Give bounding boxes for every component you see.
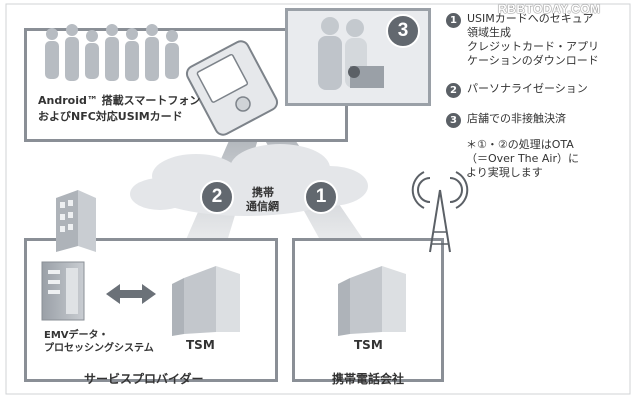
step-marker-2: 2: [200, 180, 234, 214]
phone-caption-line2: およびNFC対応USIMカード: [38, 110, 183, 123]
store-scene-illustration: [318, 17, 384, 90]
legend-badge-3: 3: [446, 113, 461, 128]
legend-text-1: USIMカードへのセキュア 領域生成 クレジットカード・アプリ ケーションのダウ…: [467, 12, 599, 67]
office-building-icon: [56, 190, 96, 252]
outer-frame: [5, 3, 631, 395]
legend-text-2: パーソナライゼーション: [467, 82, 588, 95]
network-label-line2: 通信網: [246, 200, 279, 213]
radio-tower-icon: [411, 171, 469, 253]
server-label-line1: EMVデータ・: [44, 330, 109, 341]
service-provider-label: サービスプロバイダー: [84, 372, 204, 386]
legend-item-1: 1 USIMカードへのセキュア 領域生成 クレジットカード・アプリ ケーションの…: [446, 12, 599, 68]
bidirectional-arrow-icon: [106, 284, 156, 304]
crowd-silhouette: [45, 24, 179, 81]
legend-note: ＊①・②の処理はOTA （＝Over The Air）に より実現します: [466, 138, 580, 179]
smartphone-icon: [185, 40, 279, 136]
tsm-label-left: TSM: [186, 338, 215, 352]
legend-text-3: 店舗での非接触決済: [467, 112, 566, 125]
legend-item-3: 3 店舗での非接触決済: [446, 112, 566, 128]
tsm-building-right-icon: [338, 266, 406, 336]
carrier-label: 携帯電話会社: [332, 372, 405, 386]
legend-item-2: 2 パーソナライゼーション: [446, 82, 588, 98]
network-label-line1: 携帯: [252, 186, 274, 199]
tsm-label-right: TSM: [354, 338, 383, 352]
server-rack-icon: [41, 261, 85, 321]
step-marker-1: 1: [304, 180, 338, 214]
watermark: RBBTODAY.COM: [498, 2, 601, 16]
tsm-building-left-icon: [172, 266, 240, 336]
legend-badge-1: 1: [446, 13, 461, 28]
phone-caption-line1: Android™ 搭載スマートフォン: [38, 94, 201, 107]
step-marker-3: 3: [386, 14, 420, 48]
server-label-line2: プロセッシングシステム: [44, 343, 154, 354]
legend-badge-2: 2: [446, 83, 461, 98]
